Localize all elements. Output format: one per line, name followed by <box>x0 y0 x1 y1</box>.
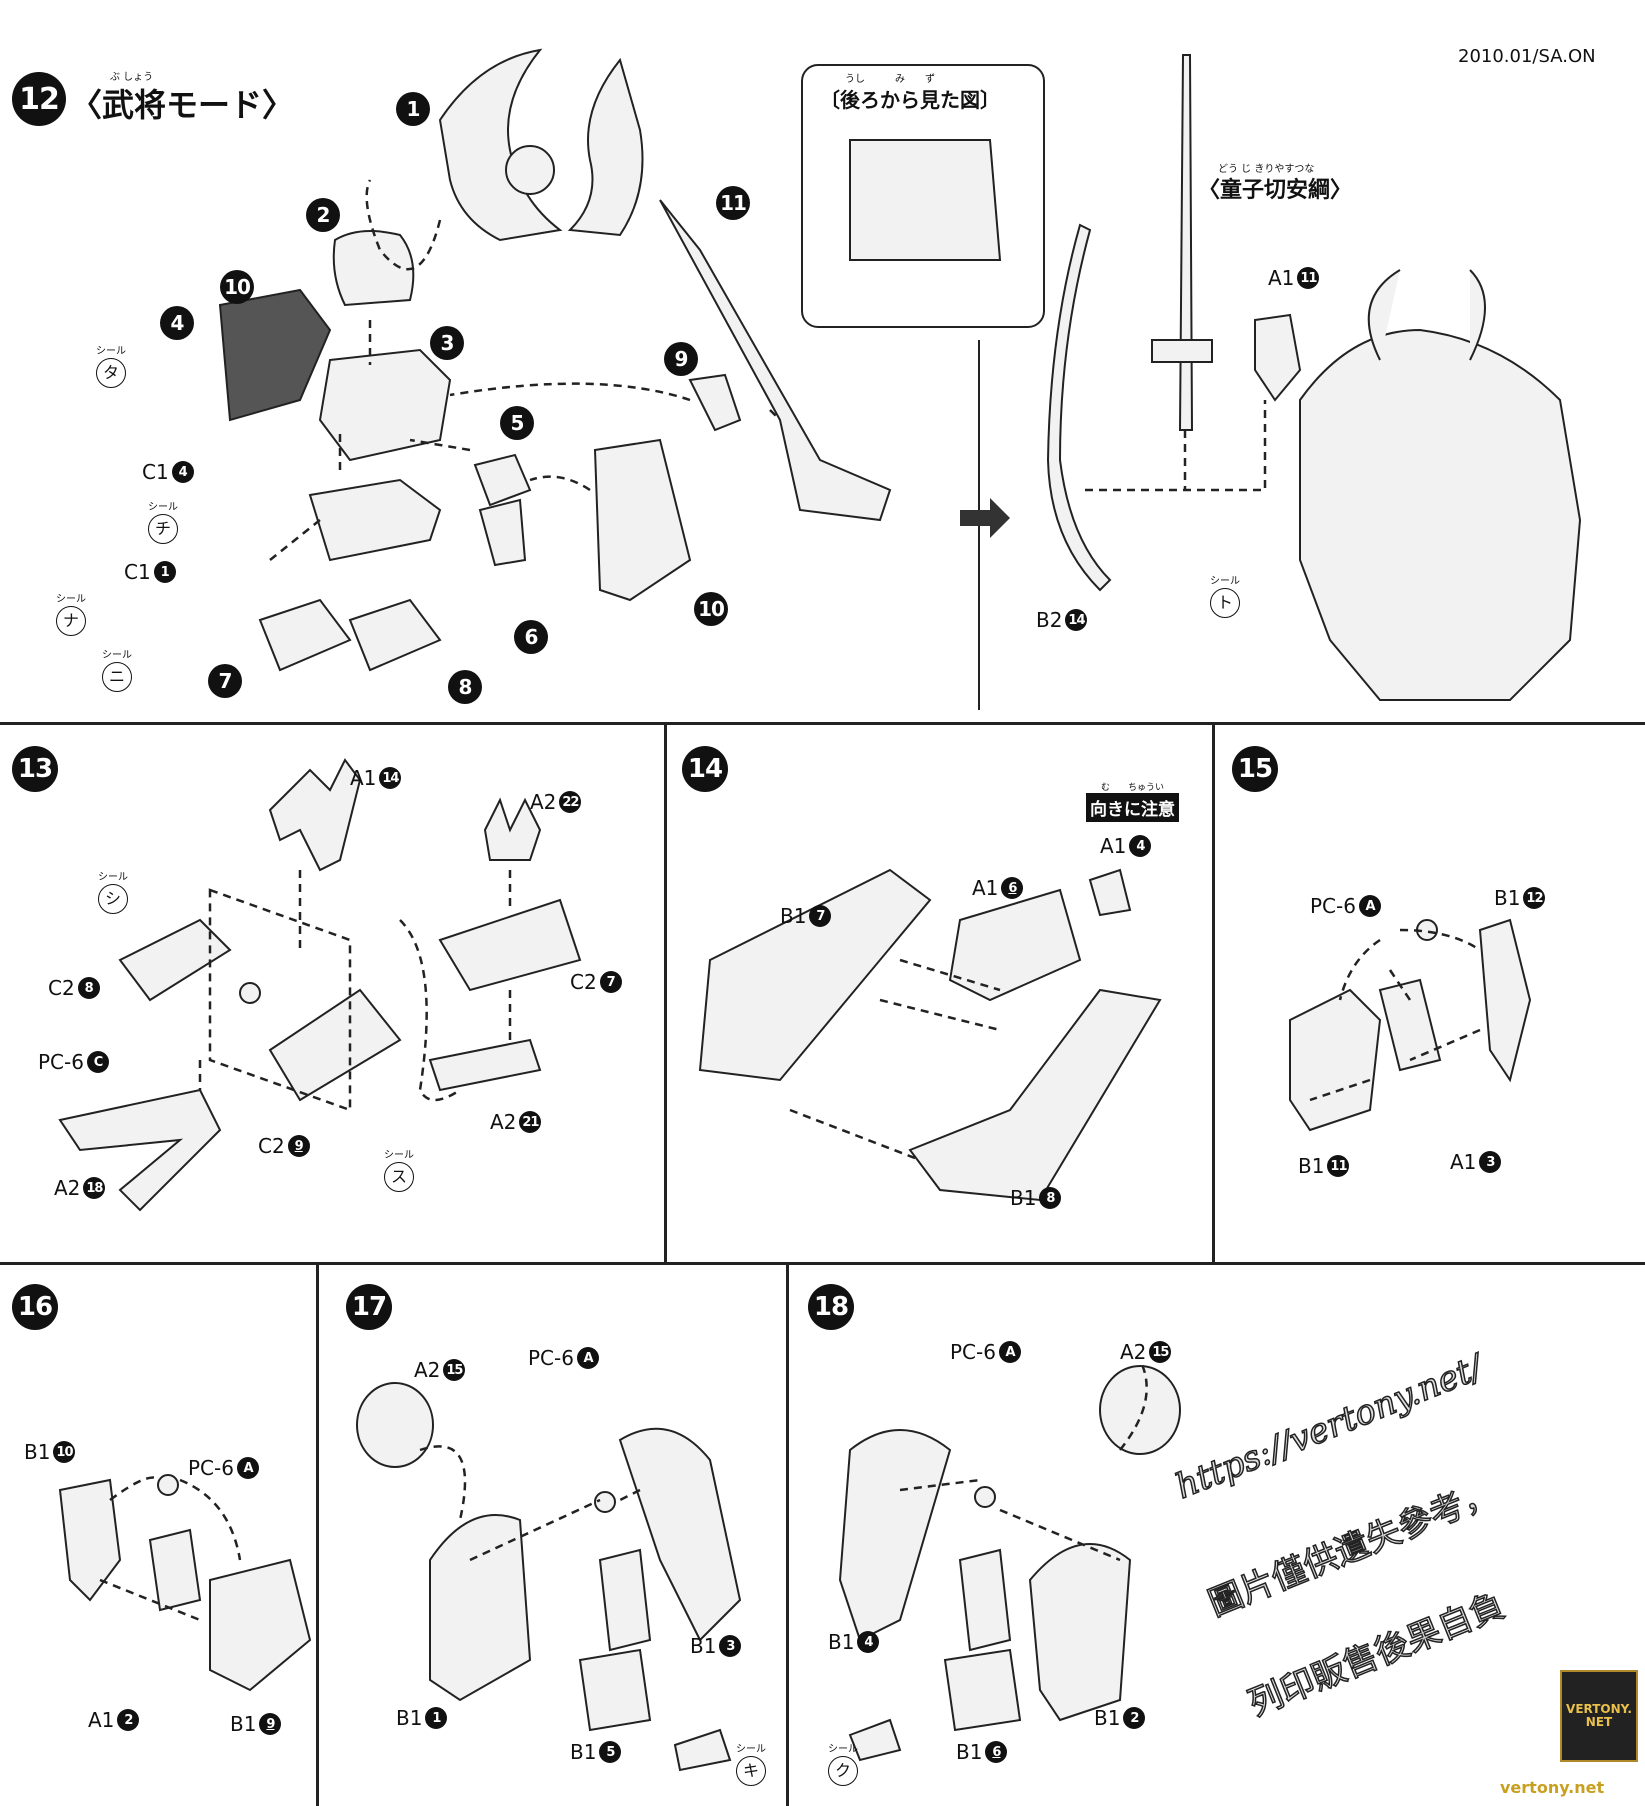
watermark-footer: vertony.net <box>1500 1778 1605 1797</box>
divider <box>1212 722 1215 1264</box>
callout: 11 <box>716 186 750 220</box>
page-title: 〈武将モード〉 <box>70 86 295 124</box>
note-ruby: む ちゅうい <box>1100 783 1164 793</box>
step-number: 13 <box>12 746 58 792</box>
seal: シールニ <box>98 646 136 692</box>
divider <box>0 1262 1645 1265</box>
weapon-title: 〈童子切安綱〉 <box>1198 178 1353 203</box>
step-number: 18 <box>808 1284 854 1330</box>
doc-code: 2010.01/SA.ON <box>1458 46 1596 67</box>
step-number: 14 <box>682 746 728 792</box>
seal: シールス <box>380 1146 418 1192</box>
note-text: 向きに注意 <box>1086 793 1179 822</box>
divider <box>0 722 1645 725</box>
step-number: 17 <box>346 1284 392 1330</box>
seal: シールタ <box>92 342 130 388</box>
callout: 1 <box>396 92 430 126</box>
seal: シールナ <box>52 590 90 636</box>
callout: 9 <box>664 342 698 376</box>
callout: 10 <box>220 270 254 304</box>
callout: 5 <box>500 406 534 440</box>
callout: 3 <box>430 326 464 360</box>
seal: シールト <box>1206 572 1244 618</box>
callout: 4 <box>160 306 194 340</box>
callout: 10 <box>694 592 728 626</box>
divider <box>786 1262 789 1806</box>
title-ruby: ぶ しょう <box>110 72 154 83</box>
seal: シールチ <box>144 498 182 544</box>
seal: シールキ <box>732 1740 770 1786</box>
seal: シールシ <box>94 868 132 914</box>
callout: 2 <box>306 198 340 232</box>
weapon-ruby: どう じ きりやすつな <box>1218 164 1315 175</box>
watermark-logo: VERTONY.NET <box>1560 1670 1638 1762</box>
step-number: 15 <box>1232 746 1278 792</box>
divider <box>664 722 667 1264</box>
note-box: む ちゅうい 向きに注意 <box>1086 780 1179 822</box>
step-number: 12 <box>12 72 66 126</box>
divider <box>316 1262 319 1806</box>
back-view-label: 〔後ろから見た図〕 <box>820 88 1000 112</box>
callout: 8 <box>448 670 482 704</box>
callout: 6 <box>514 620 548 654</box>
callout: 7 <box>208 664 242 698</box>
step-number: 16 <box>12 1284 58 1330</box>
back-view-ruby: うし み ず <box>845 74 935 85</box>
seal: シールク <box>824 1740 862 1786</box>
